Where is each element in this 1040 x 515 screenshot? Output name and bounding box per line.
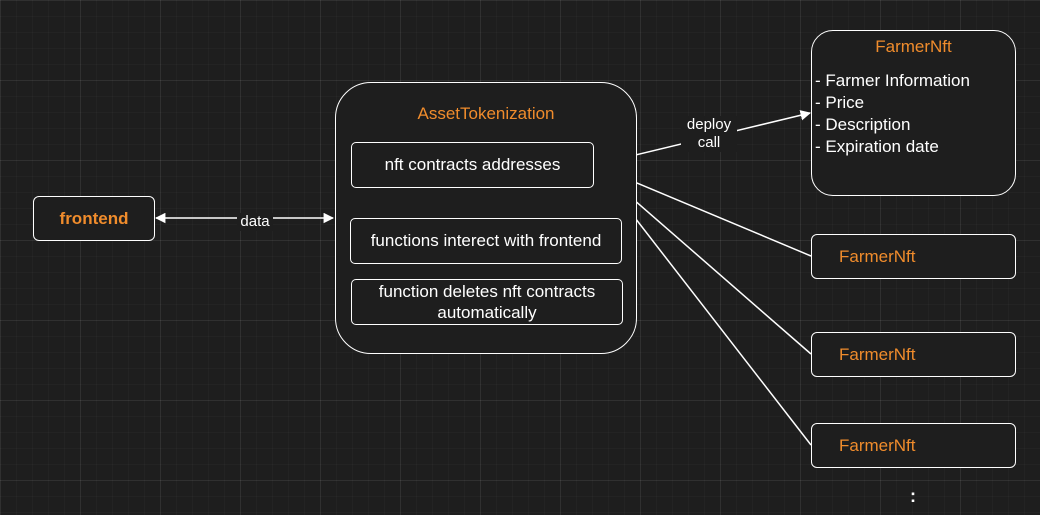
frontend-node[interactable]: frontend xyxy=(33,196,155,241)
farmer-nft-node-3[interactable]: FarmerNft xyxy=(811,423,1016,468)
deploy-text: deploy xyxy=(686,116,732,133)
farmer-nft-node-1[interactable]: FarmerNft xyxy=(811,234,1016,279)
more-items-ellipsis: : xyxy=(910,486,916,506)
function-deletes-label: function deletes nft contracts automatic… xyxy=(378,282,596,322)
frontend-label: frontend xyxy=(59,208,129,228)
field-price: - Price xyxy=(815,93,865,112)
functions-interect-box[interactable]: functions interect with frontend xyxy=(350,218,622,264)
data-edge-text: data xyxy=(240,213,270,230)
field-farmer-information: - Farmer Information xyxy=(815,71,970,90)
farmer-nft-node-2[interactable]: FarmerNft xyxy=(811,332,1016,377)
field-expiration-date: - Expiration date xyxy=(815,137,939,156)
function-deletes-box[interactable]: function deletes nft contracts automatic… xyxy=(351,279,623,325)
nft-contracts-addresses-box[interactable]: nft contracts addresses xyxy=(351,142,594,188)
deploy-call-edge-label: deploy call xyxy=(681,116,737,152)
farmer-nft-detail-title: FarmerNft xyxy=(875,37,952,56)
nft-contracts-addresses-label: nft contracts addresses xyxy=(384,155,561,174)
functions-interect-label: functions interect with frontend xyxy=(370,231,602,250)
data-edge-label: data xyxy=(237,213,273,231)
asset-tokenization-title: AssetTokenization xyxy=(417,104,555,123)
farmer-nft-field-list: - Farmer Information - Price - Descripti… xyxy=(815,70,970,158)
farmer-nft-1-label: FarmerNft xyxy=(839,246,916,266)
farmer-nft-2-label: FarmerNft xyxy=(839,344,916,364)
call-text: call xyxy=(697,134,721,151)
farmer-nft-3-label: FarmerNft xyxy=(839,435,916,455)
field-description: - Description xyxy=(815,115,911,134)
farmer-nft-detail-node[interactable]: FarmerNft - Farmer Information - Price -… xyxy=(811,30,1016,196)
